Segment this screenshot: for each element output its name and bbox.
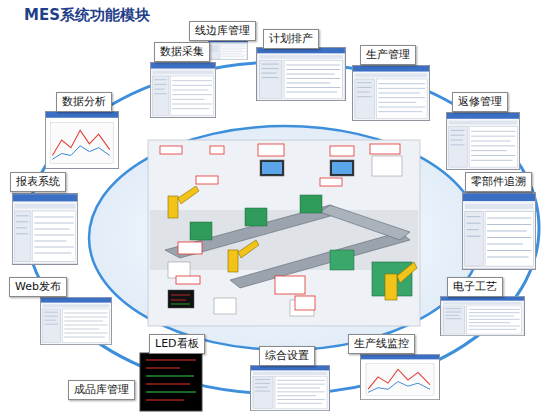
module-name: 计划排产 (269, 32, 313, 45)
module-label: Web发布 (9, 277, 67, 297)
module-name: 数据分析 (62, 95, 106, 108)
module-label: 报表系统 (10, 172, 66, 192)
module-name: Web发布 (15, 280, 61, 293)
module-label: 数据分析 (56, 92, 112, 112)
module-label: 综合设置 (259, 346, 315, 366)
outer-ring (27, 62, 539, 394)
module-name: 线边库管理 (195, 24, 250, 37)
module-name: 综合设置 (265, 349, 309, 362)
module-label: 返修管理 (452, 92, 508, 112)
module-label: LED看板 (149, 334, 205, 354)
module-name: 数据采集 (160, 45, 204, 58)
module-label: 零部件追溯 (465, 172, 532, 192)
module-name: 生产管理 (366, 48, 410, 61)
module-name: 报表系统 (16, 175, 60, 188)
module-label: 生产线监控 (348, 334, 415, 354)
module-name: 零部件追溯 (471, 175, 526, 188)
module-label: 成品库管理 (68, 380, 135, 400)
module-label: 计划排产 (263, 29, 319, 49)
inner-ring (89, 126, 481, 350)
module-label: 电子工艺 (447, 277, 503, 297)
module-name: 返修管理 (458, 95, 502, 108)
module-label: 数据采集 (154, 42, 210, 62)
module-name: LED看板 (155, 337, 199, 350)
module-name: 生产线监控 (354, 337, 409, 350)
module-name: 成品库管理 (74, 383, 129, 396)
factory-scene (148, 140, 420, 326)
module-name: 电子工艺 (453, 280, 497, 293)
module-screenshots (12, 40, 535, 411)
module-label: 线边库管理 (189, 21, 256, 41)
module-label: 生产管理 (360, 45, 416, 65)
diagram-title: MES系统功能模块 (24, 6, 150, 25)
